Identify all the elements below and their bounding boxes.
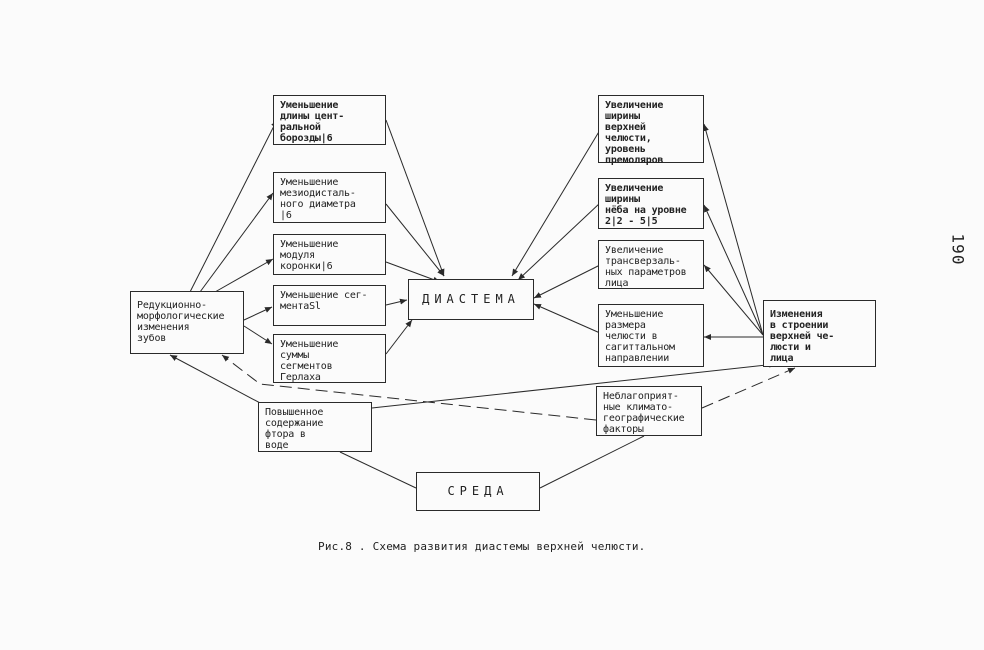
arrow-fluor-red bbox=[169, 354, 263, 405]
arrow-b4-diastema bbox=[385, 298, 408, 306]
node-sagittal-size: Уменьшение размера челюсти в сагиттально… bbox=[598, 304, 704, 367]
arrow-red-b2 bbox=[199, 192, 274, 293]
line-sreda-fluor bbox=[339, 451, 417, 489]
arrow-jaw-r3 bbox=[703, 264, 764, 336]
figure-caption: Рис.8 . Схема развития диастемы верхней … bbox=[318, 540, 646, 553]
line-sreda-climate bbox=[539, 435, 645, 489]
dashed-arrow-climate-jaw bbox=[701, 367, 796, 409]
arrow-jaw-r1 bbox=[702, 123, 764, 336]
arrow-red-b5 bbox=[243, 325, 273, 345]
node-reduction-changes: Редукционно- морфологические изменения з… bbox=[130, 291, 244, 354]
arrow-r4-diastema bbox=[533, 303, 601, 334]
arrow-jaw-r2 bbox=[703, 204, 764, 336]
node-environment: СРЕДА bbox=[416, 472, 540, 511]
arrow-red-b1 bbox=[189, 119, 278, 293]
node-central-groove: Уменьшение длины цент- ральной борозды|6 bbox=[273, 95, 386, 145]
arrow-b1-diastema bbox=[385, 119, 445, 277]
node-jaw-width-premolars: Увеличение ширины верхней челюсти, урове… bbox=[598, 95, 704, 166]
arrow-r2-diastema bbox=[517, 202, 601, 281]
node-crown-module: Уменьшение модуля коронки|6 bbox=[273, 234, 386, 275]
node-gerlach-segments: Уменьшение суммы сегментов Герлаха bbox=[273, 334, 386, 383]
arrow-red-b4 bbox=[243, 306, 273, 321]
node-mesiodistal-diameter: Уменьшение мезиодисталь- ного диаметра |… bbox=[273, 172, 386, 223]
node-palate-width: Увеличение ширины нёба на уровне 2|2 - 5… bbox=[598, 178, 704, 229]
node-face-transversal: Увеличение трансверзаль- ных параметров … bbox=[598, 240, 704, 289]
arrow-b5-diastema bbox=[385, 319, 413, 355]
node-segment: Уменьшение сег- ментаSl bbox=[273, 285, 386, 326]
arrow-b3-diastema bbox=[385, 261, 441, 283]
page-number: 190 bbox=[948, 233, 968, 266]
node-fluoride: Повышенное содержание фтора в воде bbox=[258, 402, 372, 452]
arrow-red-b3 bbox=[214, 258, 274, 293]
arrow-b2-diastema bbox=[385, 203, 445, 277]
arrow-r1-diastema bbox=[511, 129, 601, 277]
dashed-arrow-climate-red bbox=[221, 354, 597, 421]
node-jaw-face-changes: Изменения в строении верхней че- люсти и… bbox=[763, 300, 876, 367]
node-climate-factors: Неблагоприят- ные климато- географически… bbox=[596, 386, 702, 436]
node-diastema: ДИАСТЕМА bbox=[408, 279, 534, 320]
arrow-fluor-jaw bbox=[371, 361, 777, 409]
arrow-r3-diastema bbox=[533, 264, 601, 299]
